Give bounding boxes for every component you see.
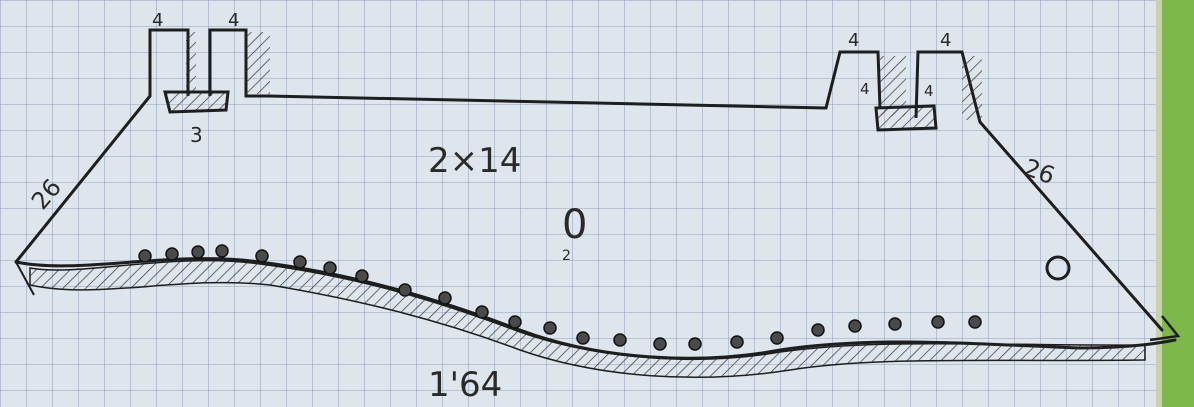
label-hole: 0: [562, 202, 587, 248]
dot-row: [138, 244, 982, 351]
dot: [438, 291, 452, 305]
label-bottom: 1'64: [428, 365, 502, 405]
dot: [138, 249, 152, 263]
dot: [293, 255, 307, 269]
dot: [255, 249, 269, 263]
label-clip-right-1: 4: [848, 30, 859, 51]
label-clip-right-inner-2: 4: [924, 82, 934, 100]
dot: [543, 321, 557, 335]
clip-right-2: [914, 50, 982, 123]
dot: [191, 245, 205, 259]
label-hole-sub: 2: [562, 248, 571, 264]
label-clip-right-2: 4: [940, 30, 951, 51]
dot: [931, 315, 945, 329]
dot: [770, 331, 784, 345]
clip-left-bottom: [163, 90, 230, 114]
green-edge: [1160, 0, 1194, 407]
dot: [215, 244, 229, 258]
dot: [653, 337, 667, 351]
dot: [576, 331, 590, 345]
dot: [355, 269, 369, 283]
dot: [165, 247, 179, 261]
dot: [398, 283, 412, 297]
dot: [508, 315, 522, 329]
dot: [888, 317, 902, 331]
label-clip-left-bottom: 3: [190, 123, 203, 147]
dot: [968, 315, 982, 329]
clip-left-2: [208, 28, 270, 98]
dot: [811, 323, 825, 337]
dot: [688, 337, 702, 351]
dot: [730, 335, 744, 349]
dot: [475, 305, 489, 319]
dot: [613, 333, 627, 347]
hole-circle: [1045, 255, 1071, 281]
clip-right-bottom: [874, 104, 938, 132]
clip-left-1: [148, 28, 196, 96]
label-clip-left-1: 4: [152, 10, 163, 31]
label-center-dims: 2×14: [428, 141, 521, 181]
dot: [848, 319, 862, 333]
label-clip-right-inner-1: 4: [860, 80, 870, 98]
dot: [323, 261, 337, 275]
label-clip-left-2: 4: [228, 10, 239, 31]
